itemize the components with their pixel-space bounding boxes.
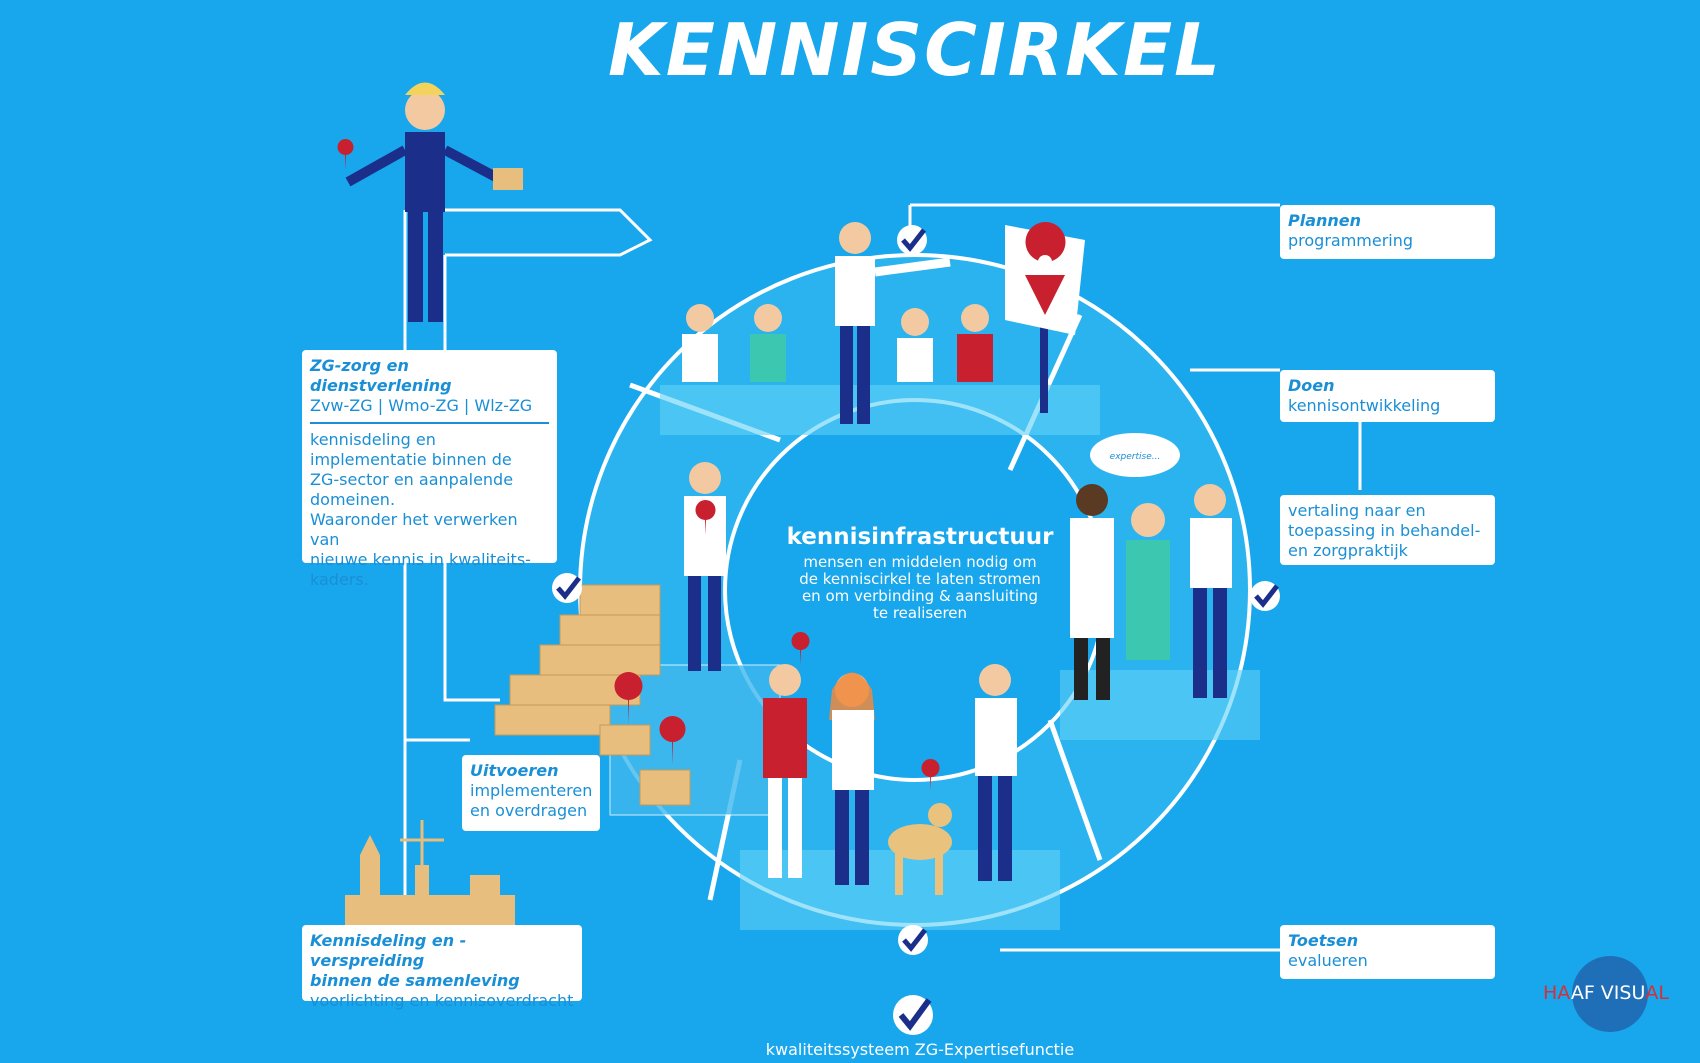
map-pins: [614, 632, 940, 790]
box-plannen: Plannen programmering: [1280, 205, 1495, 259]
box-zg-divider: [310, 422, 549, 424]
right-floor: [1060, 670, 1260, 740]
logo-part-3: AL: [1645, 982, 1669, 1004]
center-line-1: mensen en middelen nodig om: [803, 553, 1037, 571]
center-line-4: te realiseren: [872, 604, 968, 622]
box-toetsen-heading: Toetsen: [1288, 931, 1359, 950]
city-skyline: [345, 820, 515, 925]
box-zg-body-4: domeinen.: [310, 490, 396, 509]
speech-bubble-text: expertise...: [1110, 452, 1161, 462]
pin-icon: [659, 716, 686, 765]
center-text: kennisinfrastructuur mensen en middelen …: [770, 524, 1070, 622]
page-title: KENNISCIRKEL: [607, 8, 1223, 92]
box-vertaling-line-1: vertaling naar en: [1288, 501, 1426, 520]
person-left: [684, 462, 726, 671]
box-zg-zorg: ZG-zorg en dienstverlening Zvw-ZG | Wmo-…: [302, 350, 557, 589]
box-vertaling-line-3: en zorgpraktijk: [1288, 541, 1408, 560]
box-plannen-heading: Plannen: [1288, 211, 1362, 230]
pin-icon: [791, 632, 810, 665]
box-doen: Doen kennisontwikkeling: [1280, 370, 1495, 422]
pin-icon: [614, 672, 643, 725]
check-icon-footer: [893, 995, 933, 1035]
people-top: [682, 222, 993, 424]
box-uitvoeren: Uitvoeren implementeren en overdragen: [462, 755, 600, 831]
check-icon-bottom: [898, 925, 928, 955]
logo-part-1: HA: [1543, 982, 1571, 1004]
box-uitvoeren-heading: Uitvoeren: [470, 761, 559, 780]
center-title: kennisinfrastructuur: [786, 524, 1054, 550]
box-zg-body-3: ZG-sector en aanpalende: [310, 470, 514, 489]
top-arrow-line: [405, 208, 653, 257]
box-plannen-line: programmering: [1288, 231, 1414, 250]
check-icon-right: [1250, 581, 1280, 611]
box-zg-body-7: kaders.: [310, 570, 369, 589]
box-zg-heading: ZG-zorg en dienstverlening: [310, 356, 452, 395]
check-icon-left: [552, 573, 582, 603]
box-zg-body-2: implementatie binnen de: [310, 450, 512, 469]
box-toetsen-line: evalueren: [1288, 951, 1368, 970]
check-icon-top: [897, 225, 927, 255]
box-kennisdeling-heading-2: binnen de samenleving: [310, 971, 520, 990]
box-kennisdeling-line: voorlichting en kennisoverdracht: [310, 991, 574, 1010]
checkmarks: [552, 225, 1280, 1035]
divider-bottomright: [1047, 719, 1103, 861]
box-toetsen: Toetsen evalueren: [1280, 925, 1495, 979]
box-zg-body-1: kennisdeling en: [310, 430, 436, 449]
center-line-3: en om verbinding & aansluiting: [801, 587, 1039, 605]
box-uitvoeren-line-2: en overdragen: [470, 801, 588, 820]
logo-part-2: AF VISU: [1570, 982, 1646, 1004]
box-uitvoeren-line-1: implementeren: [470, 781, 593, 800]
footer-caption: kwaliteitssysteem ZG-Expertisefunctie: [765, 1040, 1075, 1059]
logo: HAAF VISUAL: [1543, 982, 1669, 1004]
box-doen-heading: Doen: [1288, 376, 1335, 395]
location-sign: [1005, 222, 1085, 413]
box-zg-sub: Zvw-ZG | Wmo-ZG | Wlz-ZG: [310, 396, 533, 415]
people-bottom: [763, 664, 1017, 895]
box-zg-body-6: nieuwe kennis in kwaliteits-: [310, 550, 531, 569]
box-zg-body-5: Waaronder het verwerken van: [310, 510, 518, 549]
box-vertaling-line-2: toepassing in behandel-: [1288, 521, 1481, 540]
box-kennisdeling: Kennisdeling en -verspreiding binnen de …: [302, 925, 582, 1010]
people-right: [1070, 433, 1232, 700]
pin-icon: [921, 759, 940, 790]
box-vertaling: vertaling naar en toepassing in behandel…: [1280, 495, 1495, 565]
politician-figure: [337, 82, 523, 322]
top-floor: [660, 385, 1100, 435]
center-line-2: de kenniscirkel te laten stromen: [799, 570, 1041, 588]
box-kennisdeling-heading-1: Kennisdeling en -verspreiding: [310, 931, 467, 970]
logo-circle: [1572, 956, 1648, 1032]
box-doen-line: kennisontwikkeling: [1288, 396, 1441, 415]
